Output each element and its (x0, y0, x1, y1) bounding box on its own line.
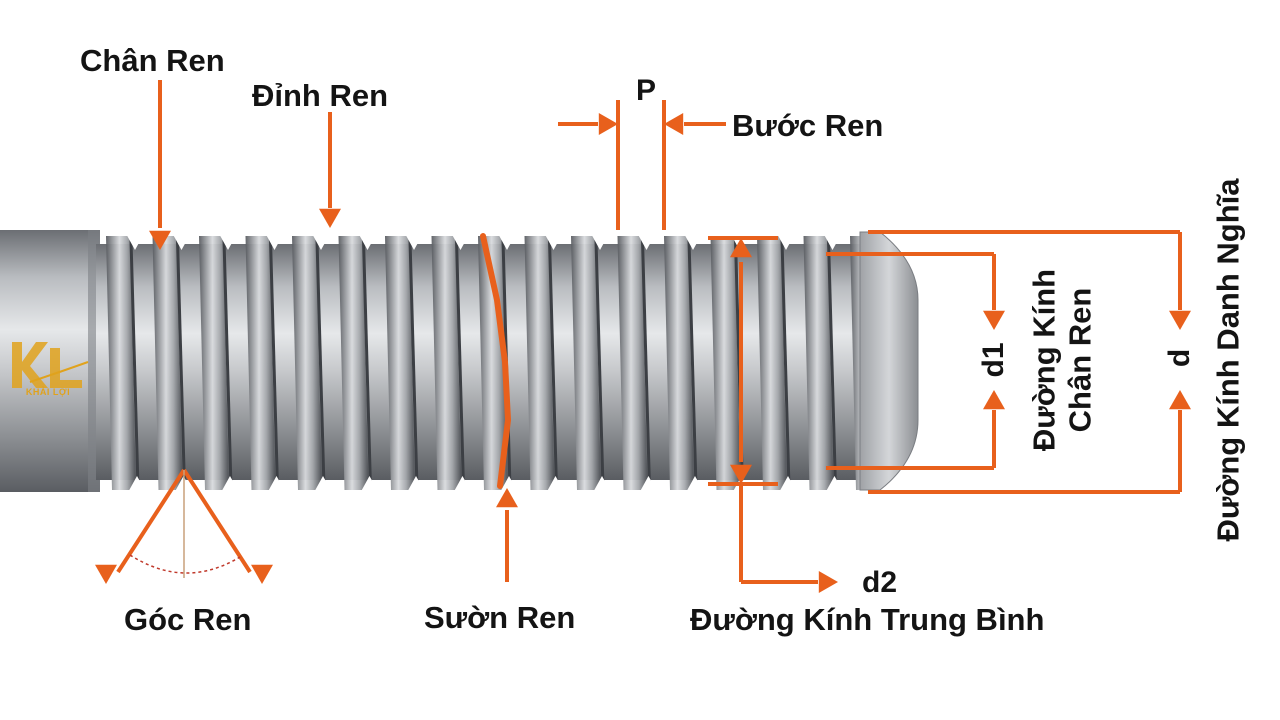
label-d2: d2 (862, 566, 898, 599)
pitch-left-arrow-head (598, 113, 618, 135)
label-p: P (636, 74, 657, 107)
thread-notch-bottom (312, 476, 334, 496)
thread-root (455, 239, 465, 489)
thread-notch-top (170, 230, 193, 250)
thread-notch-top (403, 230, 425, 250)
thread-crest (431, 236, 462, 490)
thread-notch-bottom (219, 476, 241, 496)
goc-ren-right-line (182, 468, 252, 574)
thread-notch-top (124, 230, 146, 250)
thread-crest (385, 236, 415, 490)
thread-crest (617, 236, 648, 490)
label-dinh-ren: Đỉnh Ren (252, 78, 389, 113)
thread-crest (245, 236, 276, 490)
thread-notch-bottom (637, 476, 660, 496)
thread-root (594, 239, 605, 489)
thread-notch-top (821, 230, 844, 250)
thread-root (362, 239, 372, 489)
thread-notch-bottom (823, 476, 846, 496)
thread-notch-bottom (684, 476, 706, 496)
d1-top-head (983, 310, 1005, 330)
thread-notch-bottom (544, 476, 567, 496)
thread-crest (571, 236, 601, 490)
thread-notch-top (775, 230, 797, 250)
thread-crest (106, 236, 136, 490)
goc-ren-right-head (251, 564, 273, 584)
thread-crest (338, 236, 369, 490)
thread-crest (199, 236, 229, 490)
label-goc-ren: Góc Ren (124, 602, 252, 637)
d1-bottom-head (983, 390, 1005, 410)
goc-ren-left-line (116, 468, 186, 574)
thread-root (408, 239, 419, 489)
thread-notch-bottom (591, 476, 613, 496)
thread-crest (292, 236, 322, 490)
dinh-ren-arrow-head (319, 208, 341, 228)
thread-root (827, 239, 837, 489)
thread-flank-highlight (480, 233, 512, 489)
thread-root (269, 239, 279, 489)
thread-root (176, 239, 186, 489)
thread-root (641, 239, 651, 489)
thread-root (222, 239, 233, 489)
thread-notch-bottom (358, 476, 381, 496)
annotation-arrows (95, 80, 1191, 593)
d2-head-top (730, 238, 752, 258)
label-chan-ren: Chân Ren (80, 43, 225, 78)
suon-ren-arrow-head (496, 488, 518, 508)
thread-notch-top (449, 230, 472, 250)
label-buoc-ren: Bước Ren (732, 108, 884, 143)
label-d1: d1 (977, 342, 1010, 378)
label-duong-kinh-trung-binh: Đường Kính Trung Bình (690, 602, 1045, 637)
thread-crest (524, 236, 555, 490)
thread-notch-bottom (498, 476, 520, 496)
d-bottom-head (1169, 390, 1191, 410)
thread-notch-top (356, 230, 379, 250)
logo-mark (12, 342, 89, 388)
goc-ren-left-head (95, 564, 117, 584)
d2-leader-head (818, 571, 838, 593)
thread-notch-top (635, 230, 658, 250)
label-chan-ren-vertical: Chân Ren (1062, 287, 1098, 433)
thread-crest (152, 236, 183, 490)
pitch-right-arrow-head (664, 113, 684, 135)
thread-crest (664, 236, 694, 490)
thread-notch-top (682, 230, 704, 250)
label-d: d (1163, 348, 1196, 368)
bolt-tip (859, 231, 919, 491)
d2-head-bottom (730, 464, 752, 484)
label-suon-ren: Sườn Ren (424, 600, 576, 635)
thread-crest (710, 236, 741, 490)
label-duong-kinh: Đường Kính (1026, 268, 1062, 452)
thread-angle-arc (129, 554, 241, 574)
thread-notch-top (310, 230, 332, 250)
thread-notch-bottom (126, 476, 148, 496)
thread-notch-top (496, 230, 518, 250)
thread-root (548, 239, 558, 489)
thread-root (129, 239, 140, 489)
thread-notch-top (217, 230, 239, 250)
d-top-head (1169, 310, 1191, 330)
thread-notch-top (589, 230, 611, 250)
thread-crest (803, 236, 834, 490)
thread-notch-bottom (777, 476, 799, 496)
thread-notch-bottom (265, 476, 288, 496)
thread-root (780, 239, 791, 489)
thread-crest (478, 236, 508, 490)
thread-notch-bottom (451, 476, 474, 496)
thread-root (315, 239, 326, 489)
thread-notch-top (542, 230, 565, 250)
chan-ren-arrow-head (149, 230, 171, 250)
thread-root (687, 239, 698, 489)
thread-notch-top (263, 230, 286, 250)
label-duong-kinh-danh-nghia: Đường Kính Danh Nghĩa (1210, 178, 1246, 542)
logo-text: KHẢI LỢI (25, 387, 71, 397)
thread-notch-bottom (405, 476, 427, 496)
thread-crest (757, 236, 787, 490)
